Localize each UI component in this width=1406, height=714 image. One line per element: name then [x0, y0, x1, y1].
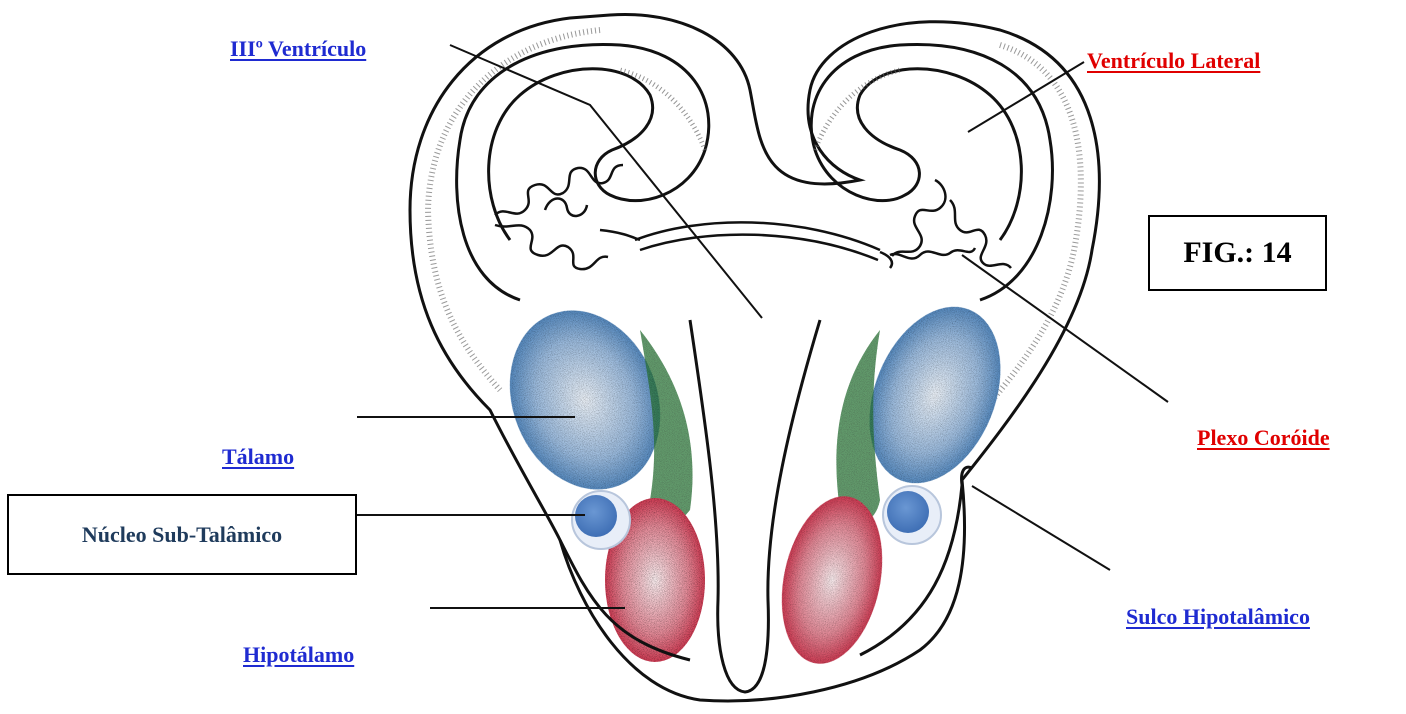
- label-choroid-plexus[interactable]: Plexo Coróide: [1197, 425, 1330, 451]
- label-third-ventricle[interactable]: IIIº Ventrículo: [230, 36, 366, 62]
- figure-number: FIG.: 14: [1183, 236, 1291, 270]
- label-thalamus[interactable]: Tálamo: [222, 444, 294, 470]
- label-hypothalamus[interactable]: Hipotálamo: [243, 642, 354, 668]
- label-subthalamic-nucleus: Núcleo Sub-Talâmico: [82, 522, 282, 548]
- subthalamic-nucleus-left: [572, 491, 630, 549]
- subthalamic-nucleus-right: [883, 486, 941, 544]
- figure-number-box: FIG.: 14: [1148, 215, 1327, 291]
- label-lateral-ventricle[interactable]: Ventrículo Lateral: [1087, 48, 1260, 74]
- leader-hypothalamic-sulcus: [972, 486, 1110, 570]
- subthalamic-nucleus-box: Núcleo Sub-Talâmico: [7, 494, 357, 575]
- label-hypothalamic-sulcus[interactable]: Sulco Hipotalâmico: [1126, 604, 1310, 630]
